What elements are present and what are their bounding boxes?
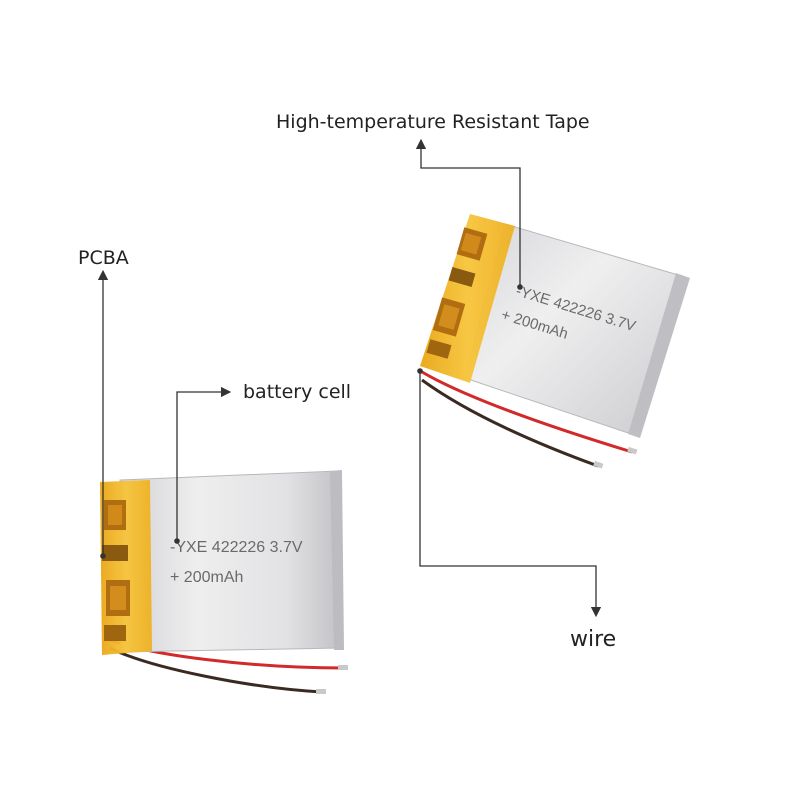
tape-leader-line [415, 138, 521, 287]
wire-callout-label: wire [570, 627, 616, 652]
callout-tape: High-temperature Resistant Tape [276, 111, 590, 290]
wire-right [421, 370, 638, 469]
battery-left: -YXE 422226 3.7V + 200mAh [100, 470, 348, 694]
pcba-right [426, 227, 488, 359]
pcba-left [102, 500, 130, 641]
cell-model-label-left: -YXE 422226 3.7V [170, 539, 303, 556]
pcba-callout-label: PCBA [78, 247, 129, 269]
battery-right: -YXE 422226 3.7V + 200mAh [420, 214, 690, 469]
callout-pcba: PCBA [78, 247, 129, 559]
wire-leader-line [419, 371, 602, 618]
cell-leader-line [176, 386, 232, 541]
tape-callout-label: High-temperature Resistant Tape [276, 111, 590, 133]
callout-wire: wire [417, 368, 616, 652]
callout-cell: battery cell [174, 381, 351, 544]
battery-cell-body-left [119, 470, 342, 653]
cell-capacity-label-left: + 200mAh [170, 569, 243, 586]
high-temperature-tape-right [420, 214, 515, 383]
cell-callout-label: battery cell [243, 381, 351, 403]
